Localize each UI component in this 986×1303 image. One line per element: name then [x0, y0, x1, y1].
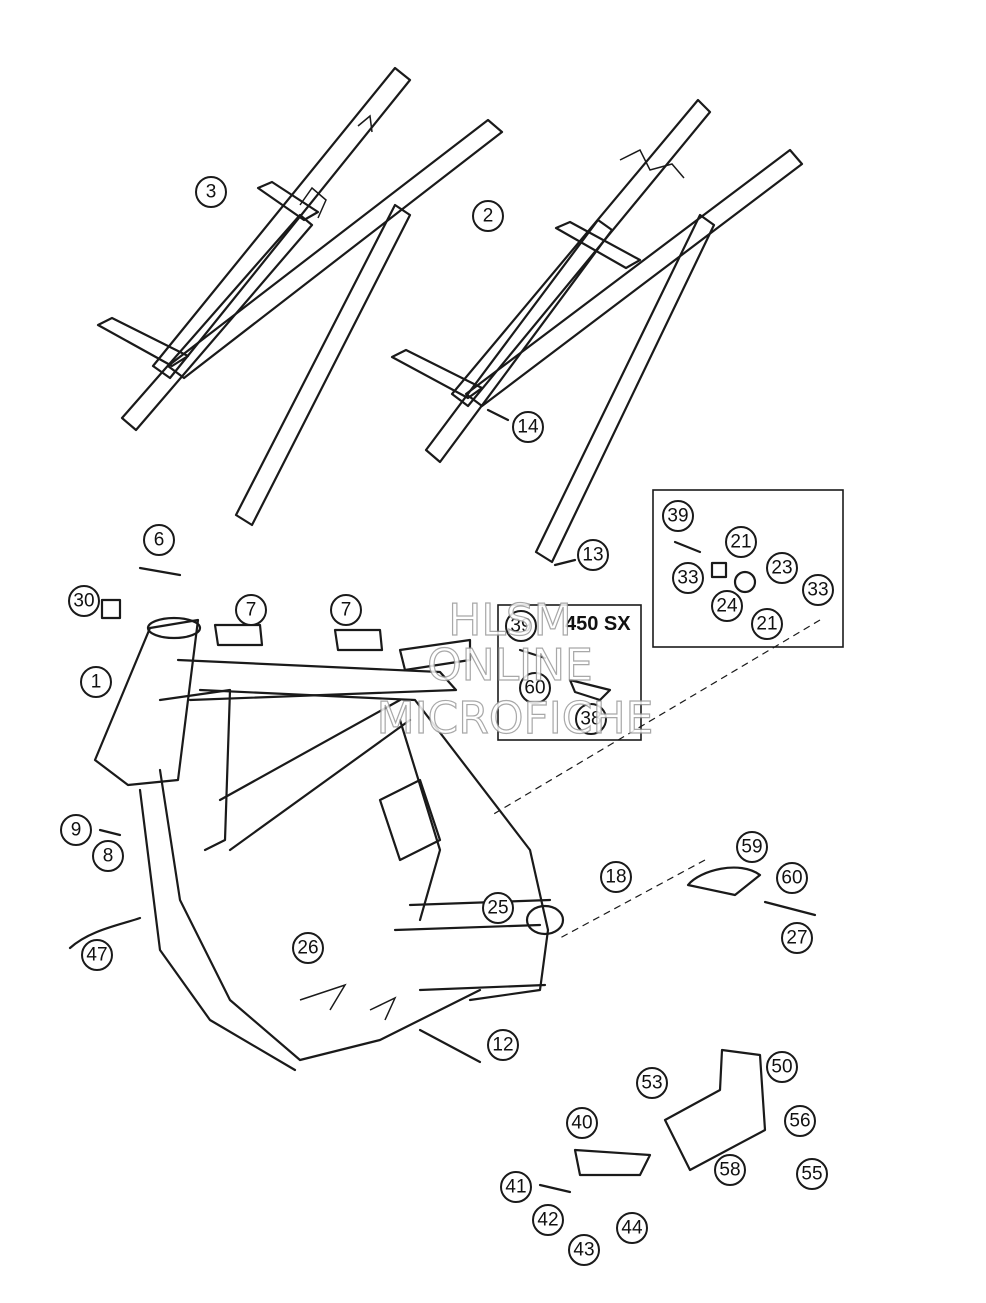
callout-13: 13 — [577, 539, 609, 571]
svg-text:59: 59 — [741, 837, 762, 858]
callout-39b: 39 — [505, 610, 537, 642]
callout-24: 24 — [711, 590, 743, 622]
callout-21b: 21 — [751, 608, 783, 640]
svg-text:12: 12 — [492, 1035, 513, 1056]
callout-7b: 7 — [330, 594, 362, 626]
svg-text:23: 23 — [771, 558, 792, 579]
callout-14: 14 — [512, 411, 544, 443]
callout-21a: 21 — [725, 526, 757, 558]
svg-text:40: 40 — [571, 1113, 592, 1134]
callout-26: 26 — [292, 932, 324, 964]
subframe-part-3 — [96, 66, 504, 527]
callout-59: 59 — [736, 831, 768, 863]
svg-text:HLSM: HLSM — [448, 595, 572, 646]
callout-42: 42 — [532, 1204, 564, 1236]
svg-text:30: 30 — [73, 591, 94, 612]
svg-text:3: 3 — [206, 182, 217, 203]
callout-44: 44 — [616, 1212, 648, 1244]
svg-text:26: 26 — [297, 938, 318, 959]
svg-text:55: 55 — [801, 1164, 822, 1185]
svg-text:MICROFICHE: MICROFICHE — [377, 693, 654, 744]
svg-text:1: 1 — [91, 672, 102, 693]
callout-39a: 39 — [662, 500, 694, 532]
callout-60b: 60 — [519, 672, 551, 704]
callout-8: 8 — [92, 840, 124, 872]
svg-text:24: 24 — [716, 596, 738, 617]
svg-text:ONLINE: ONLINE — [427, 640, 593, 691]
svg-text:50: 50 — [771, 1057, 792, 1078]
svg-text:56: 56 — [789, 1111, 810, 1132]
svg-text:14: 14 — [517, 417, 539, 438]
detail-inset-box — [652, 489, 844, 648]
svg-text:7: 7 — [341, 600, 352, 621]
callout-7a: 7 — [235, 594, 267, 626]
callout-2: 2 — [472, 200, 504, 232]
callout-30: 30 — [68, 585, 100, 617]
callout-60a: 60 — [776, 862, 808, 894]
model-inset-label: 450 SX — [565, 613, 631, 635]
svg-text:2: 2 — [483, 206, 494, 227]
svg-text:21: 21 — [730, 532, 751, 553]
subframe-part-2 — [390, 98, 804, 564]
svg-text:6: 6 — [154, 530, 165, 551]
callout-56: 56 — [784, 1105, 816, 1137]
svg-text:39: 39 — [667, 506, 688, 527]
callout-33a: 33 — [672, 562, 704, 594]
callout-3: 3 — [195, 176, 227, 208]
hardware-parts — [68, 408, 817, 1194]
leader-lines — [491, 619, 821, 939]
svg-text:8: 8 — [103, 846, 114, 867]
svg-text:58: 58 — [719, 1160, 740, 1181]
callout-41: 41 — [500, 1171, 532, 1203]
svg-text:18: 18 — [605, 867, 626, 888]
svg-text:41: 41 — [505, 1177, 526, 1198]
callout-58: 58 — [714, 1154, 746, 1186]
model-inset-box — [497, 604, 642, 741]
svg-text:13: 13 — [582, 545, 603, 566]
svg-text:33: 33 — [807, 580, 828, 601]
svg-text:44: 44 — [621, 1218, 643, 1239]
svg-text:33: 33 — [677, 568, 698, 589]
callout-55: 55 — [796, 1158, 828, 1190]
svg-text:21: 21 — [756, 614, 777, 635]
svg-text:25: 25 — [487, 898, 508, 919]
callout-50: 50 — [766, 1051, 798, 1083]
callout-6: 6 — [143, 524, 175, 556]
callout-12: 12 — [487, 1029, 519, 1061]
callout-27: 27 — [781, 922, 813, 954]
svg-text:60: 60 — [524, 678, 545, 699]
callout-53: 53 — [636, 1067, 668, 1099]
svg-text:42: 42 — [537, 1210, 558, 1231]
callout-43: 43 — [568, 1234, 600, 1266]
svg-text:38: 38 — [580, 709, 601, 730]
callout-47: 47 — [81, 939, 113, 971]
callout-38: 38 — [575, 703, 607, 735]
callout-9: 9 — [60, 814, 92, 846]
callout-1: 1 — [80, 666, 112, 698]
svg-text:27: 27 — [786, 928, 807, 949]
svg-text:60: 60 — [781, 868, 802, 889]
callout-33b: 33 — [802, 574, 834, 606]
callout-23: 23 — [766, 552, 798, 584]
watermark: HLSM ONLINE MICROFICHE — [376, 594, 654, 744]
svg-text:53: 53 — [641, 1073, 662, 1094]
svg-text:39: 39 — [510, 616, 531, 637]
svg-text:43: 43 — [573, 1240, 594, 1261]
callout-25: 25 — [482, 892, 514, 924]
callout-40: 40 — [566, 1107, 598, 1139]
callout-18: 18 — [600, 861, 632, 893]
svg-text:7: 7 — [246, 600, 257, 621]
main-frame-part-1 — [93, 616, 565, 1072]
svg-text:47: 47 — [86, 945, 107, 966]
svg-text:9: 9 — [71, 820, 82, 841]
